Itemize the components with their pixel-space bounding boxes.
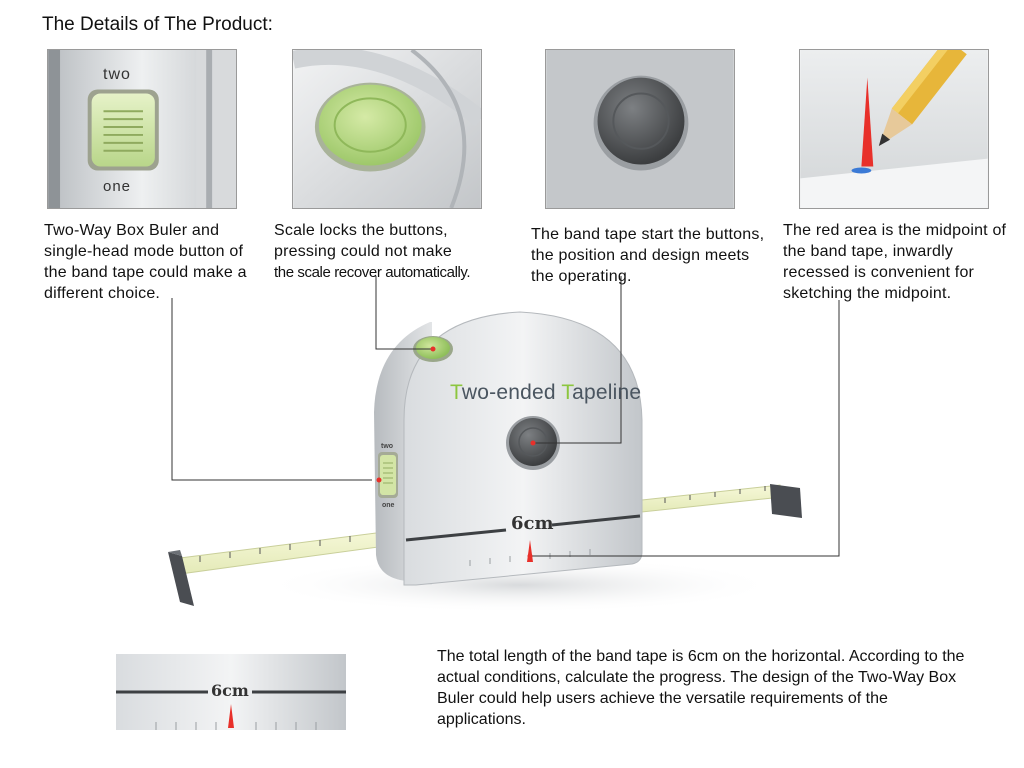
detail-length-label: 6cm xyxy=(211,681,249,700)
detail-photo-mode-switch xyxy=(47,49,237,209)
tape-length-label: 6cm xyxy=(511,513,554,534)
start-button-image xyxy=(546,50,734,208)
side-switch-label-one: one xyxy=(382,502,395,509)
side-switch-label-two: two xyxy=(381,443,394,450)
caption-mode-switch: Two-Way Box Buler and single-head mode b… xyxy=(44,222,247,302)
switch-label-one: one xyxy=(103,178,132,195)
caption-scale-lock: Scale locks the buttons, pressing could … xyxy=(274,220,514,283)
midpoint-pencil-image xyxy=(800,50,988,208)
detail-photo-midpoint xyxy=(799,49,989,209)
detail-photo-scale-lock xyxy=(292,49,482,209)
caption-start-button: The band tape start the buttons, the pos… xyxy=(531,226,765,285)
switch-label-two: two xyxy=(103,66,131,83)
scale-lock-image xyxy=(293,50,481,208)
brand-letter-2: T xyxy=(561,381,573,404)
caption-midpoint: The red area is the midpoint of the band… xyxy=(783,222,1007,302)
caption-scale-lock-line2: the scale recover automatically. xyxy=(274,264,471,281)
brand-part-1: wo-ended xyxy=(461,381,562,404)
brand-name: Two-ended Tapeline xyxy=(450,381,641,405)
brand-part-2: apeline xyxy=(572,381,642,404)
summary-text: The total length of the band tape is 6cm… xyxy=(437,648,965,728)
detail-photo-start-button xyxy=(545,49,735,209)
brand-letter-1: T xyxy=(450,381,462,404)
page-title: The Details of The Product: xyxy=(42,14,273,35)
mode-switch-image xyxy=(48,50,236,208)
caption-scale-lock-line1: Scale locks the buttons, pressing could … xyxy=(274,222,453,260)
